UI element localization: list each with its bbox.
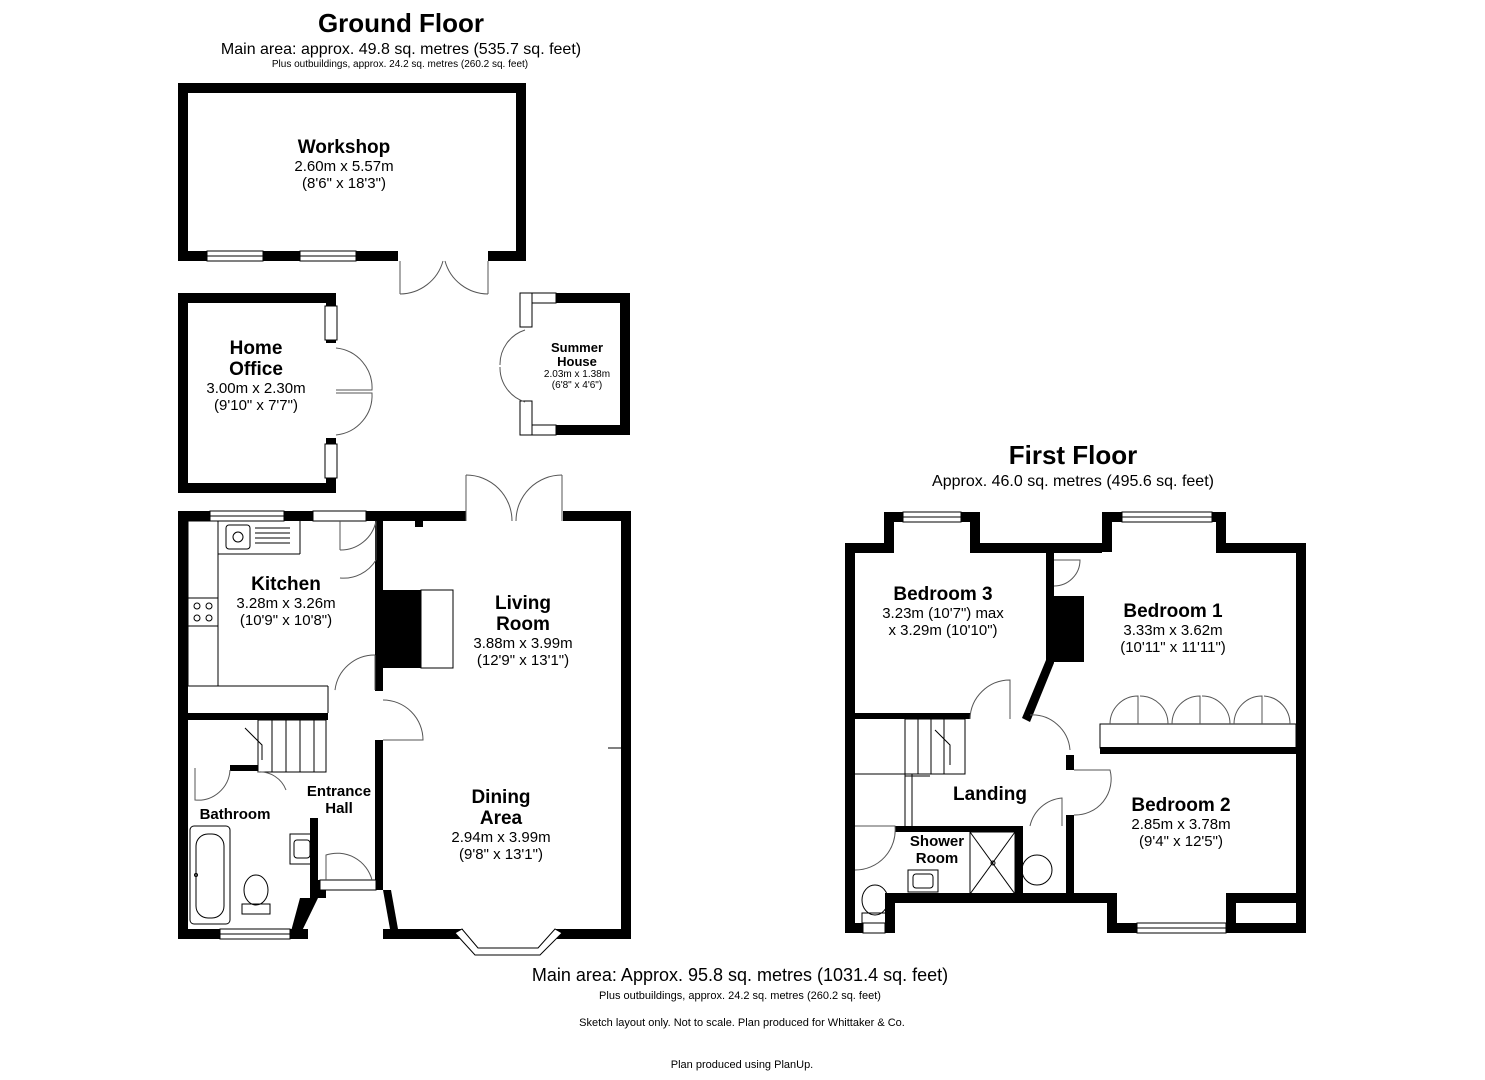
- kitchen-fittings: [187, 510, 329, 713]
- room-dim-imperial: (12'9" x 13'1"): [476, 652, 570, 669]
- ground-floor-main-area: Main area: approx. 49.8 sq. metres (535.…: [220, 41, 582, 58]
- workshop-label: Workshop 2.60m x 5.57m (8'6" x 18'3"): [294, 137, 393, 192]
- bedroom-3-label: Bedroom 3 3.23m (10'7") max x 3.29m (10'…: [882, 584, 1004, 639]
- room-dim-metric: 2.60m x 5.57m: [294, 158, 394, 175]
- entrance-doors: [257, 771, 377, 891]
- room-dim-imperial: (9'8" x 13'1"): [459, 846, 543, 863]
- room-dim-line-1: 3.23m (10'7") max: [882, 605, 1004, 622]
- footer-credit: Plan produced using PlanUp.: [670, 1059, 814, 1071]
- kitchen-hall-door: [334, 654, 424, 741]
- room-dim-imperial: (9'10" x 7'7"): [214, 397, 298, 414]
- living-room-label: Living Room 3.88m x 3.99m (12'9" x 13'1"…: [473, 593, 572, 669]
- shower-room-label: Shower Room: [910, 833, 964, 867]
- room-dim-metric: 2.85m x 3.78m: [1131, 816, 1231, 833]
- home-office-label: Home Office 3.00m x 2.30m (9'10" x 7'7"): [206, 338, 305, 414]
- living-room-french-doors: [465, 474, 563, 522]
- footer-main-area: Main area: Approx. 95.8 sq. metres (1031…: [531, 965, 949, 985]
- room-name: Living: [495, 593, 551, 614]
- room-dim-metric: 2.94m x 3.99m: [451, 829, 551, 846]
- landing-label: Landing: [953, 784, 1027, 805]
- first-floor-stairs: [855, 718, 966, 826]
- room-name: Kitchen: [251, 574, 321, 595]
- room-name: Area: [479, 808, 523, 829]
- room-dim-metric: 3.00m x 2.30m: [206, 380, 306, 397]
- room-dim-metric: 2.03m x 1.38m: [543, 369, 611, 380]
- room-name: Bedroom 3: [893, 584, 993, 605]
- first-floor-chimney: [1054, 596, 1084, 662]
- room-name: Summer: [550, 340, 604, 355]
- room-name: Workshop: [297, 137, 391, 158]
- room-dim-metric: 3.33m x 3.62m: [1123, 622, 1223, 639]
- bathroom-fittings: [189, 768, 315, 940]
- room-name: Bedroom 1: [1123, 601, 1223, 622]
- room-name: Room: [915, 850, 959, 867]
- summer-house-label: Summer House 2.03m x 1.38m (6'8" x 4'6"): [543, 340, 611, 392]
- home-office-doors: [335, 347, 373, 436]
- kitchen-back-door: [312, 510, 377, 579]
- bay-window: [454, 928, 563, 956]
- footer-disclaimer: Sketch layout only. Not to scale. Plan p…: [579, 1017, 905, 1029]
- room-name: Bedroom 2: [1131, 795, 1231, 816]
- room-name: Bathroom: [199, 806, 271, 823]
- ground-floor-outbuildings: Plus outbuildings, approx. 24.2 sq. metr…: [271, 59, 529, 70]
- shower-room-fittings: [861, 831, 1053, 924]
- landing-doors: [854, 679, 1112, 871]
- room-name: Room: [496, 614, 550, 635]
- room-name: Shower: [909, 833, 965, 850]
- first-floor-windows: [862, 511, 1227, 934]
- bedroom-2-label: Bedroom 2 2.85m x 3.78m (9'4" x 12'5"): [1131, 795, 1230, 850]
- room-name: Hall: [325, 800, 353, 817]
- summer-house-windows: [519, 292, 557, 436]
- room-name: Office: [229, 359, 283, 380]
- dining-area-label: Dining Area 2.94m x 3.99m (9'8" x 13'1"): [451, 787, 550, 863]
- summer-house-walls: [540, 293, 630, 435]
- workshop-windows: [206, 250, 357, 262]
- room-name: Entrance: [306, 783, 372, 800]
- first-floor-area: Approx. 46.0 sq. metres (495.6 sq. feet): [932, 473, 1214, 490]
- room-name: Home: [229, 338, 283, 359]
- chimney-breast: [383, 589, 454, 669]
- entrance-hall-label: Entrance Hall: [307, 783, 371, 817]
- ground-floor-stairs: [244, 719, 327, 773]
- room-dim-metric: 3.28m x 3.26m: [236, 595, 336, 612]
- bedroom-1-label: Bedroom 1 3.33m x 3.62m (10'11" x 11'11"…: [1120, 601, 1226, 656]
- kitchen-label: Kitchen 3.28m x 3.26m (10'9" x 10'8"): [236, 574, 335, 629]
- home-office-windows: [324, 305, 338, 479]
- workshop-double-door: [399, 260, 489, 295]
- room-name: Landing: [953, 784, 1027, 805]
- room-dim-imperial: (9'4" x 12'5"): [1139, 833, 1223, 850]
- first-floor-title: First Floor: [1008, 440, 1138, 470]
- room-dim-line-2: x 3.29m (10'10"): [888, 622, 998, 639]
- workshop-walls: [178, 83, 526, 261]
- bedroom-1-wardrobes: [1099, 695, 1297, 749]
- summer-house-doors: [499, 329, 526, 403]
- room-name: Dining: [471, 787, 531, 808]
- room-dim-imperial: (6'8" x 4'6"): [551, 380, 603, 391]
- ground-floor-title: Ground Floor: [317, 8, 485, 38]
- bathroom-label: Bathroom: [200, 806, 271, 823]
- footer-outbuildings: Plus outbuildings, approx. 24.2 sq. metr…: [599, 990, 881, 1002]
- room-dim-imperial: (10'9" x 10'8"): [239, 612, 333, 629]
- bedroom-1-cupboard: [1053, 559, 1081, 587]
- room-name: House: [557, 354, 597, 369]
- room-dim-metric: 3.88m x 3.99m: [473, 635, 573, 652]
- room-dim-imperial: (10'11" x 11'11"): [1120, 639, 1226, 656]
- room-dim-imperial: (8'6" x 18'3"): [302, 175, 386, 192]
